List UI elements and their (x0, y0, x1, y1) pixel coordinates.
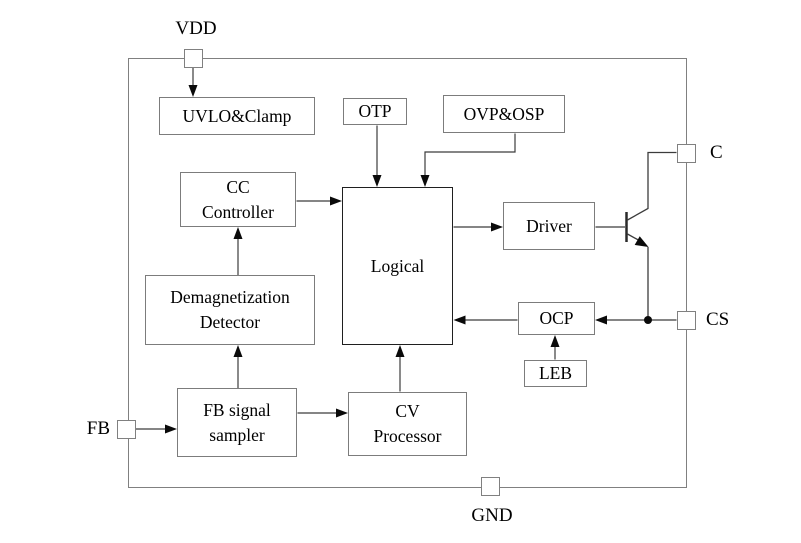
pin-label-c: C (710, 142, 723, 163)
block-label: FB signal (203, 399, 271, 420)
block-cc-controller: CC Controller (180, 172, 296, 227)
pin-label-cs: CS (706, 309, 730, 330)
block-label: Controller (202, 201, 274, 222)
block-label: Driver (526, 215, 572, 236)
block-label: CC (226, 176, 250, 197)
block-demagnetization-detector: Demagnetization Detector (145, 275, 315, 345)
block-uvlo-clamp: UVLO&Clamp (159, 97, 315, 135)
block-label: OTP (358, 101, 392, 122)
block-label: OCP (539, 308, 574, 329)
block-label: UVLO&Clamp (182, 105, 292, 126)
block-label: Logical (370, 255, 425, 276)
pin-label-vdd: VDD (175, 18, 217, 39)
block-label: Demagnetization (170, 287, 290, 308)
block-cv-processor: CV Processor (348, 392, 467, 456)
block-label: Processor (373, 426, 442, 446)
block-label: LEB (538, 363, 573, 384)
block-fb-signal-sampler: FB signal sampler (177, 388, 297, 457)
block-label: Detector (199, 312, 261, 332)
pin-c (677, 144, 696, 163)
block-logical: Logical (342, 187, 453, 345)
block-label: OVP&OSP (463, 103, 545, 124)
block-otp: OTP (343, 98, 407, 125)
block-label: sampler (209, 424, 265, 445)
pin-label-gnd: GND (471, 505, 513, 526)
pin-label-fb: FB (86, 418, 110, 439)
block-ovp-osp: OVP&OSP (443, 95, 565, 133)
block-driver: Driver (503, 202, 595, 250)
block-label: CV (395, 401, 420, 422)
pin-fb (117, 420, 136, 439)
pin-cs (677, 311, 696, 330)
block-leb: LEB (524, 360, 587, 387)
pin-gnd (481, 477, 500, 496)
block-ocp: OCP (518, 302, 595, 335)
pin-vdd (184, 49, 203, 68)
chip-outline (128, 58, 687, 488)
